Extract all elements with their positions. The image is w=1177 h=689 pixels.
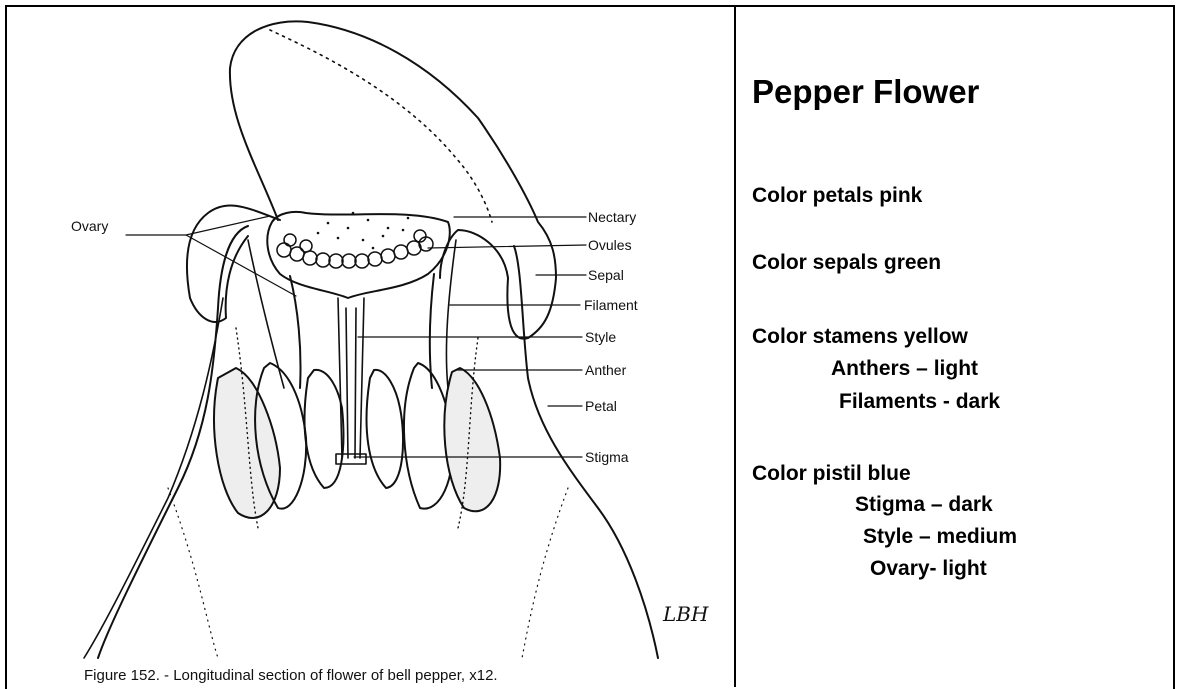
ovary-stipple	[317, 212, 410, 250]
label-ovary: Ovary	[71, 218, 108, 234]
artist-signature: LBH	[663, 602, 708, 626]
style-column	[338, 298, 364, 458]
label-sepal: Sepal	[588, 267, 624, 283]
flower-outline	[230, 21, 556, 338]
page-title: Pepper Flower	[752, 72, 979, 112]
instruction-stamens: Color stamens yellow	[752, 323, 968, 351]
anther-center-2	[367, 370, 404, 488]
petal-left-inner	[84, 298, 223, 658]
label-nectary: Nectary	[588, 209, 636, 225]
instruction-petals: Color petals pink	[752, 182, 922, 210]
instruction-ovary: Ovary- light	[870, 555, 987, 583]
instructions-panel: Pepper Flower Color petals pink Color se…	[752, 0, 1172, 687]
instruction-stigma: Stigma – dark	[855, 491, 993, 519]
instruction-pistil: Color pistil blue	[752, 460, 911, 488]
sepal-left	[187, 205, 280, 321]
label-ovules: Ovules	[588, 237, 632, 253]
column-divider	[734, 5, 736, 687]
instruction-style: Style – medium	[863, 523, 1017, 551]
filament-left	[290, 276, 301, 388]
label-anther: Anther	[585, 362, 626, 378]
anther-right-outer	[444, 368, 500, 511]
ovules-cluster	[277, 230, 433, 268]
label-stigma: Stigma	[585, 449, 629, 465]
instruction-filaments: Filaments - dark	[839, 388, 1000, 416]
instruction-anthers: Anthers – light	[831, 355, 978, 383]
anther-center	[305, 370, 344, 488]
label-petal: Petal	[585, 398, 617, 414]
figure-caption: Figure 152. - Longitudinal section of fl…	[84, 667, 498, 684]
flower-illustration	[8, 8, 732, 687]
label-filament: Filament	[584, 297, 638, 313]
instruction-sepals: Color sepals green	[752, 249, 941, 277]
anther-left-outer	[214, 368, 280, 518]
flower-diagram: Ovary Nectary Ovules Sepal Filament Styl…	[8, 8, 732, 687]
label-style: Style	[585, 329, 616, 345]
